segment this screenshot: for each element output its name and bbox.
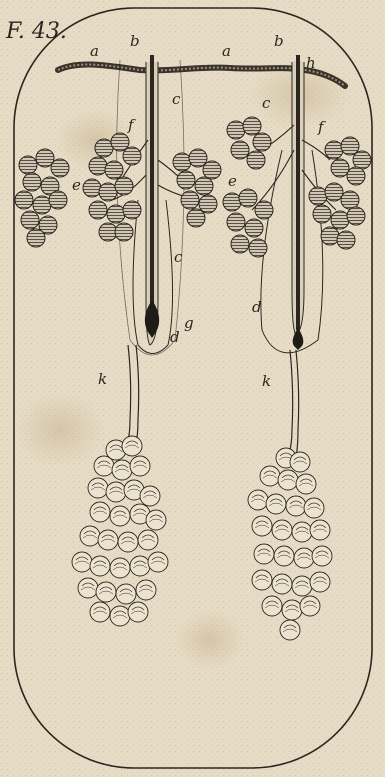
label-h: h <box>306 54 316 72</box>
label-e-right: e <box>228 172 237 190</box>
label-c-left-bottom: c <box>174 248 183 266</box>
label-a-right: a <box>222 42 231 60</box>
label-g: g <box>184 314 194 332</box>
label-c-left-top: c <box>172 90 181 108</box>
figure-title: F. 43. <box>5 19 67 44</box>
label-a-left: a <box>90 42 99 60</box>
label-d-left: d <box>170 328 180 346</box>
label-d-right: d <box>252 298 262 316</box>
label-b-left: b <box>130 32 140 50</box>
label-e-left: e <box>72 176 81 194</box>
label-k-right: k <box>262 372 271 390</box>
label-b-right: b <box>274 32 284 50</box>
label-k-left: k <box>98 370 107 388</box>
label-c-right: c <box>262 94 271 112</box>
